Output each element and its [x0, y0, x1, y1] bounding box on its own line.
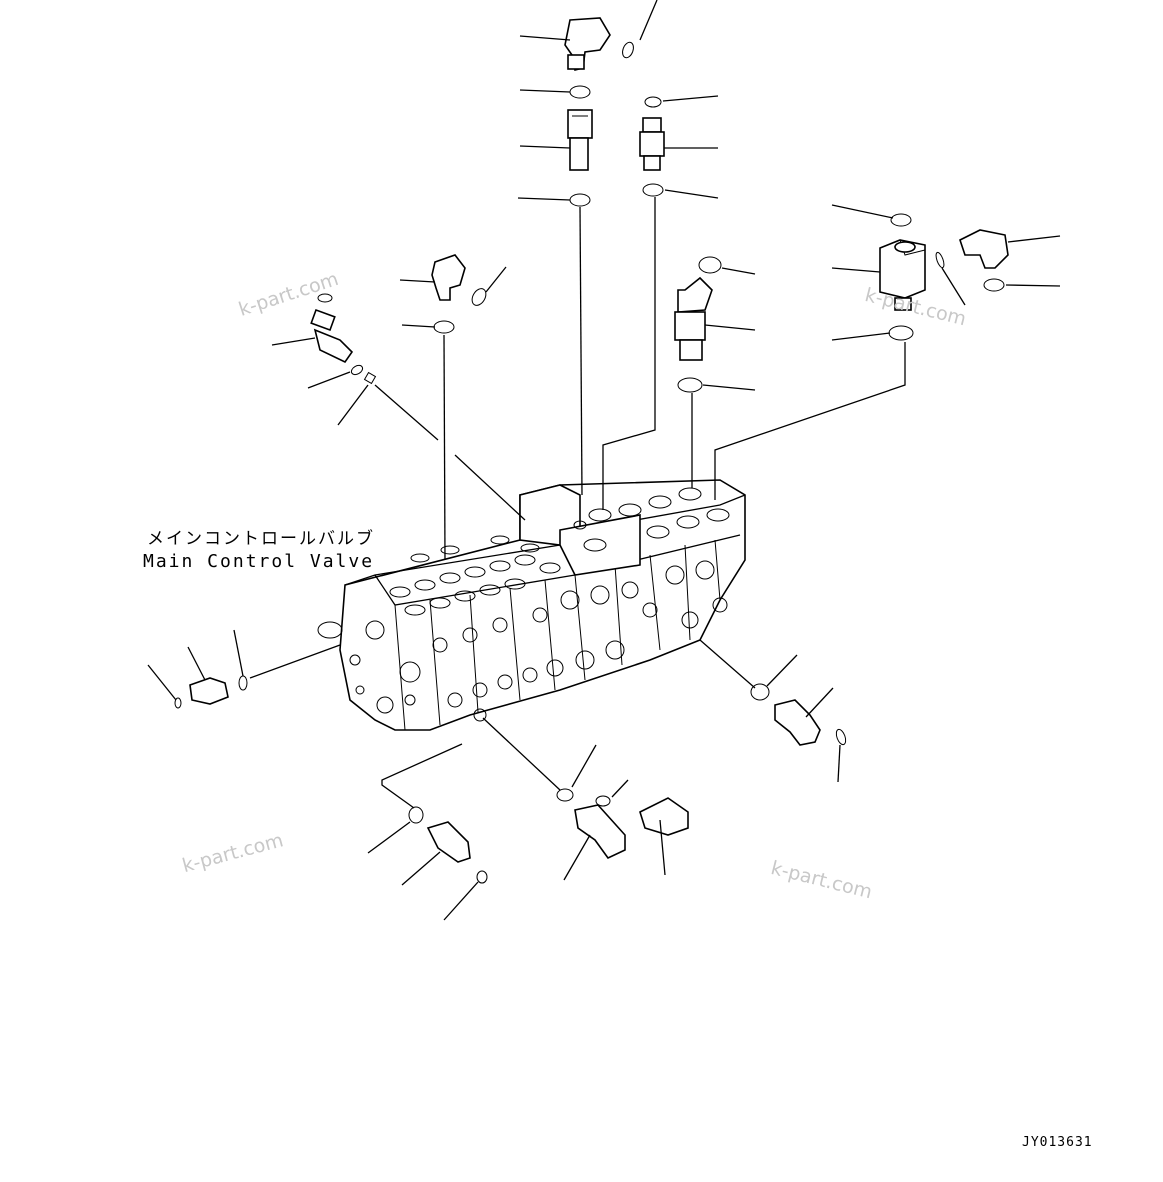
fitting-right-block: [879, 239, 926, 311]
fitting-left-elbow: [431, 254, 466, 301]
fitting-top-tube: [567, 109, 593, 171]
connection-lines: [249, 197, 906, 809]
diagram-title-en: Main Control Valve: [143, 551, 375, 572]
fitting-lower-right-elbow: [774, 699, 821, 746]
fitting-top-elbow: [564, 17, 611, 71]
fitting-left-nipple: [189, 677, 229, 705]
diagram-title-jp: メインコントロールバルブ: [147, 529, 375, 549]
drawing-code: JY013631: [1022, 1135, 1093, 1150]
fitting-lower-left-nipple: [426, 821, 471, 863]
fitting-lower-center-elbow: [574, 804, 626, 860]
fitting-top-plug: [639, 117, 665, 171]
main-control-valve-body: [339, 479, 746, 731]
o-rings: [174, 41, 1005, 884]
fitting-left-swivel: [310, 308, 354, 364]
leader-lines: [147, 0, 1061, 921]
fitting-center-elbow: [674, 276, 713, 361]
fitting-right-elbow: [959, 229, 1009, 269]
pressure-sensor: [639, 797, 689, 836]
valve-ports: [317, 487, 730, 722]
